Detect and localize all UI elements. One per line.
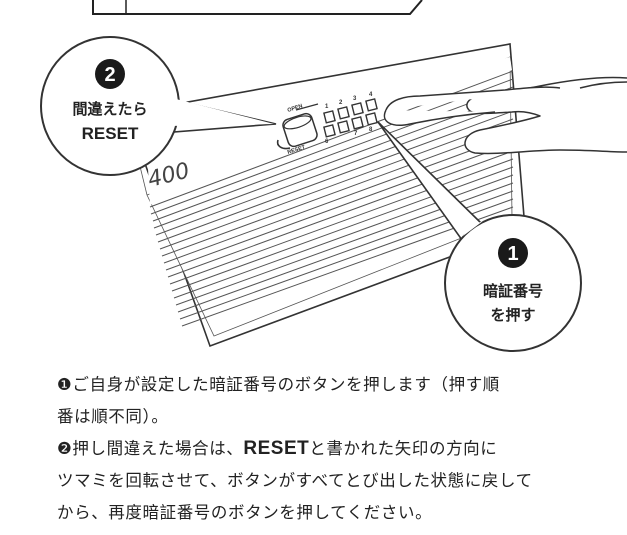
instruction-line: ツマミを回転させて、ボタンがすべてとび出した状態に戻して — [57, 471, 533, 490]
keypad-digit: 4 — [369, 92, 373, 98]
instruction-line: 番は順不同）。 — [57, 407, 169, 426]
callout-line2: を押す — [490, 306, 535, 324]
reset-knob[interactable] — [281, 112, 318, 148]
keypad-digit: 3 — [353, 96, 357, 102]
callout-number-badge — [498, 238, 528, 268]
keypad-button-5[interactable] — [323, 124, 336, 138]
callout-reset: 2 間違えたら RESET — [40, 36, 277, 176]
keypad-digit: 1 — [325, 104, 329, 110]
keypad-button-8[interactable] — [365, 112, 378, 126]
keypad-digit: 8 — [369, 127, 373, 133]
keypad-digit: 2 — [339, 100, 343, 106]
safe-illustration: 400 OPEN RESET 1 2 3 4 6 7 8 — [40, 0, 627, 352]
knob-open-label: OPEN — [287, 103, 304, 114]
callout-code: 1 暗証番号 を押す — [377, 121, 582, 352]
keypad-button-6[interactable] — [337, 120, 350, 134]
keypad-digit: 6 — [325, 139, 329, 145]
reset-keyword: RESET — [243, 438, 310, 459]
instruction-step-2: ❷押し間違えた場合は、RESETと書かれた矢印の方向に ツマミを回転させて、ボタ… — [57, 433, 617, 529]
instruction-text: 押し間違えた場合は、 — [72, 439, 244, 458]
keypad-button-2[interactable] — [337, 106, 350, 120]
open-arrow-icon — [295, 103, 319, 111]
knob-reset-label: RESET — [287, 144, 307, 156]
hand-illustration — [383, 76, 627, 155]
callout-line2: RESET — [82, 124, 139, 143]
instruction-text: と書かれた矢印の方向に — [309, 439, 498, 458]
keypad-button-1[interactable] — [323, 110, 336, 124]
callout-number: 1 — [507, 243, 518, 265]
instruction-text: ご自身が設定した暗証番号のボタンを押します（押す順 — [72, 375, 500, 394]
callout-number: 2 — [104, 64, 115, 86]
keypad — [323, 98, 378, 138]
keypad-digit: 7 — [354, 131, 358, 137]
top-frame — [92, 0, 423, 15]
keypad-button-3[interactable] — [351, 102, 364, 116]
callout-line1: 間違えたら — [72, 100, 147, 118]
reset-arrow-icon — [276, 139, 291, 150]
instruction-line: ❶ご自身が設定した暗証番号のボタンを押します（押す順 — [57, 369, 617, 401]
step-marker: ❶ — [57, 375, 73, 394]
callout-line1: 暗証番号 — [483, 282, 543, 300]
keypad-button-7[interactable] — [351, 116, 364, 130]
step-marker: ❷ — [57, 439, 73, 458]
keypad-button-4[interactable] — [365, 98, 378, 112]
instruction-step-1: ❶ご自身が設定した暗証番号のボタンを押します（押す順 番は順不同）。 — [57, 369, 617, 433]
callout-number-badge — [95, 59, 125, 89]
instruction-line: から、再度暗証番号のボタンを押してください。 — [57, 503, 433, 522]
instruction-line: ❷押し間違えた場合は、RESETと書かれた矢印の方向に — [57, 433, 617, 465]
